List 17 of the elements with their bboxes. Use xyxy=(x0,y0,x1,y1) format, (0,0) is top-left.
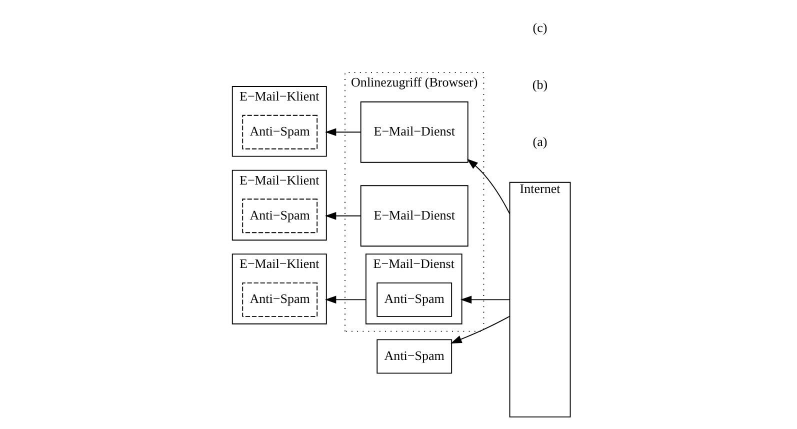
node-box: Anti−Spam xyxy=(376,339,452,374)
node-box: E−Mail−Dienst xyxy=(360,185,468,247)
node-box: Anti−Spam xyxy=(242,282,318,317)
node-box: Anti−Spam xyxy=(242,114,318,150)
arrow xyxy=(324,296,366,304)
node-box: Internet xyxy=(508,182,570,418)
arrow xyxy=(324,212,361,220)
label: (b) xyxy=(532,77,548,92)
node-box: Anti−Spam xyxy=(376,282,452,317)
node-box: Anti−Spam xyxy=(242,198,318,234)
arrow xyxy=(460,296,510,304)
node-box: E−Mail−Dienst xyxy=(360,101,468,163)
label: (c) xyxy=(532,20,547,36)
label: (a) xyxy=(532,134,547,149)
arrow xyxy=(450,316,510,344)
arrow xyxy=(466,158,510,214)
arrow xyxy=(324,128,361,136)
